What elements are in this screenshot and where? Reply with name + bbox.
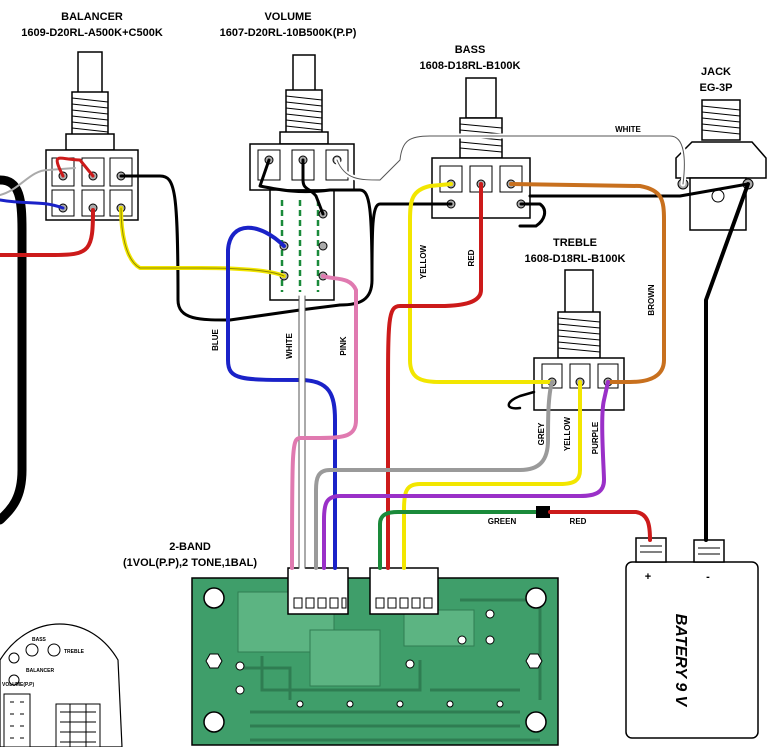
inset-balancer: BALANCER — [26, 668, 54, 674]
bass-part: 1608-D18RL-B100K — [420, 60, 521, 72]
battery-plus: + — [645, 571, 651, 583]
wire-volume-black — [258, 158, 374, 307]
wire-blue-balancer — [0, 198, 65, 210]
inset-treble: TREBLE — [64, 649, 85, 655]
wire-red-battery — [548, 510, 652, 542]
jack-part: EG-3P — [699, 82, 732, 94]
volume-part: 1607-D20RL-10B500K(P.P) — [220, 27, 357, 39]
battery-label: BATERY 9 V — [672, 614, 689, 708]
wire-brown — [509, 182, 666, 384]
wire-blue — [226, 225, 337, 570]
wire-label-yellow-treble: YELLOW — [563, 416, 572, 451]
wire-battery-negative — [704, 182, 750, 542]
wire-treble-ground — [507, 390, 536, 410]
wire-splice — [536, 506, 550, 518]
wire-volume-jumper — [301, 158, 325, 216]
battery: + - BATERY 9 V — [625, 537, 759, 739]
preamp-pcb — [191, 567, 559, 746]
wire-yellow-bass — [408, 182, 554, 384]
wire-label-pink: PINK — [339, 336, 348, 355]
jack-title: JACK — [701, 66, 731, 78]
wire-green — [378, 510, 542, 570]
wire-label-blue: BLUE — [211, 328, 220, 350]
wire-black-ground — [119, 174, 342, 322]
wire-grey-balancer — [0, 167, 76, 196]
control-layout-inset: BASS TREBLE BALANCER VOLUME(P.P) — [0, 623, 123, 747]
wire-grey — [314, 380, 554, 570]
wire-label-red: RED — [467, 249, 476, 266]
wire-label-green: GREEN — [488, 517, 517, 526]
preamp-title: 2-BAND — [169, 541, 211, 553]
battery-minus: - — [706, 571, 710, 583]
wire-bass-jumper — [518, 202, 547, 228]
treble-part: 1608-D18RL-B100K — [525, 253, 626, 265]
balancer-part: 1609-D20RL-A500K+C500K — [21, 27, 163, 39]
bass-title: BASS — [455, 44, 486, 56]
wire-bass-black — [370, 202, 453, 282]
wire-red-balancer — [0, 208, 95, 257]
wire-purple — [322, 380, 610, 570]
preamp-subtitle: (1VOL(P.P),2 TONE,1BAL) — [123, 557, 257, 569]
wire-red-jumper — [55, 156, 95, 178]
inset-bass: BASS — [32, 637, 47, 643]
wire-yellow-balancer — [119, 206, 286, 278]
treble-title: TREBLE — [553, 237, 597, 249]
wire-jack-ground — [528, 182, 750, 198]
wire-label-yellow: YELLOW — [419, 244, 428, 279]
wire-label-grey: GREY — [537, 422, 546, 445]
balancer-pot — [45, 51, 139, 221]
wire-label-red-battery: RED — [570, 517, 587, 526]
wire-label-white: WHITE — [285, 332, 294, 358]
wire-red — [386, 182, 483, 570]
inset-volume: VOLUME(P.P) — [2, 682, 34, 688]
output-jack — [675, 99, 767, 231]
wire-label-purple: PURPLE — [591, 421, 600, 454]
wire-black-bundle — [0, 175, 27, 525]
balancer-title: BALANCER — [61, 11, 123, 23]
wire-pink — [290, 274, 358, 570]
volume-title: VOLUME — [264, 11, 311, 23]
wire-label-white-top: WHITE — [615, 125, 641, 134]
wire-yellow-treble — [402, 380, 582, 570]
wire-label-brown: BROWN — [647, 284, 656, 315]
